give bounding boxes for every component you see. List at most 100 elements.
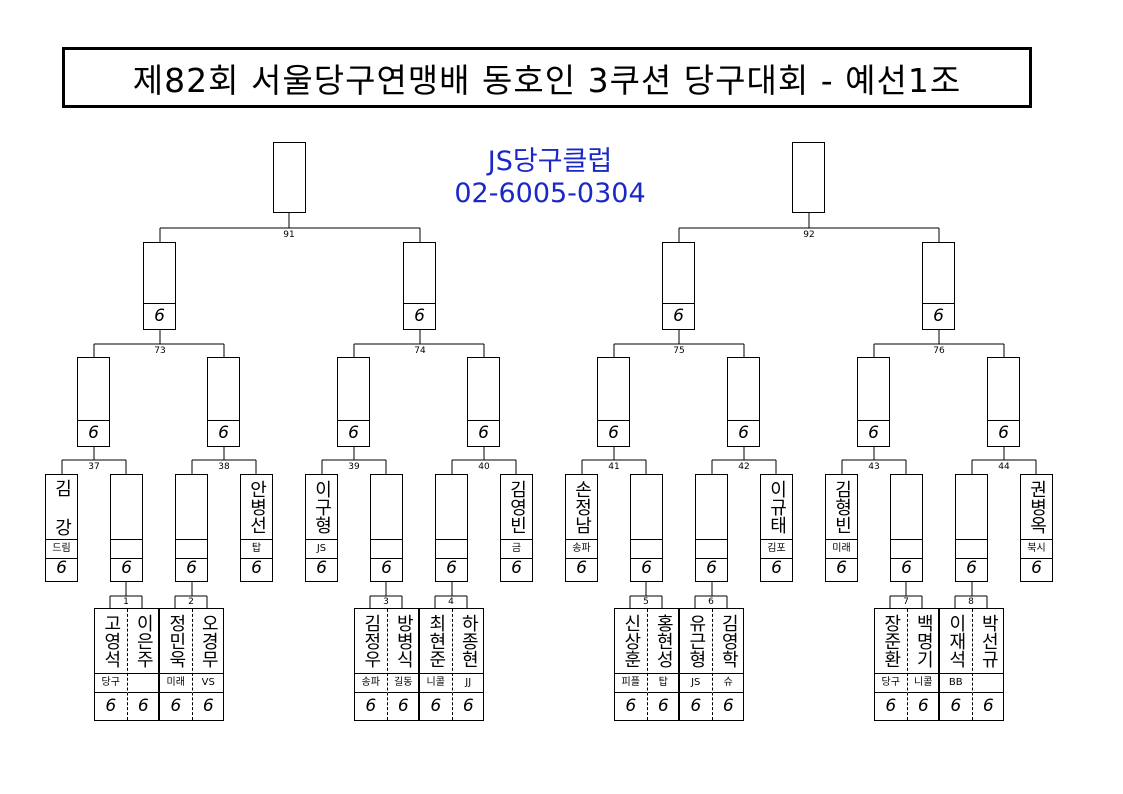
player-club: 송파 [566,539,597,559]
player-name: 장준환 [880,614,902,668]
match-number: 73 [154,346,166,356]
player-club: 니콜 [420,673,452,693]
seed-player-slot: 김 강 드림 6 [45,474,78,582]
player-name: 최현준 [425,614,447,668]
score-cell: 6 [598,420,629,446]
score-cell: 6 [706,558,717,578]
player-name: 김형빈 [831,480,853,534]
winner-slot: 6 [890,474,923,582]
player-name: 이은주 [133,614,155,668]
score-cell: 6 [576,558,587,578]
player-club: 니콜 [907,673,939,693]
player-club: 당구 [95,673,127,693]
match-number: 4 [448,597,454,607]
score-cell: 6 [397,696,409,716]
club-cell [436,539,467,559]
quarter-slot: 6 [467,357,500,447]
match-number: 74 [414,346,426,356]
player-name: 김정우 [360,614,382,668]
player-club: 북시 [1021,539,1052,559]
match-number: 2 [188,597,194,607]
score-cell: 6 [56,558,67,578]
score-cell: 6 [202,696,214,716]
player-name: 정민욱 [165,614,187,668]
club-cell [631,539,662,559]
player-name: 하종현 [458,614,480,668]
club-cell [111,539,142,559]
player-club: JS [680,673,712,693]
score-cell: 6 [105,696,117,716]
score-cell: 6 [186,558,197,578]
player-name: 손정남 [571,480,593,534]
player-club: 송파 [355,673,387,693]
score-cell: 6 [966,558,977,578]
winner-slot: 6 [630,474,663,582]
score-cell: 6 [430,696,442,716]
player-name: 김영학 [718,614,740,668]
player-club: 길동 [387,673,419,693]
quarter-slot: 6 [727,357,760,447]
player-club: 탑 [241,539,272,559]
winner-slot: 6 [175,474,208,582]
player-name: 김영빈 [506,480,528,534]
seed-player-slot: 이구형 JS 6 [305,474,338,582]
score-cell: 6 [901,558,912,578]
semi-slot: 6 [922,242,955,330]
seed-player-slot: 김형빈 미래 6 [825,474,858,582]
match-number: 5 [643,597,649,607]
player-club [127,673,159,693]
match-number: 91 [283,230,295,240]
score-cell: 6 [923,303,954,329]
page-title: 제82회 서울당구연맹배 동호인 3쿠션 당구대회 - 예선1조 [62,47,1032,108]
player-name: 이규태 [766,480,788,534]
winner-slot: 6 [435,474,468,582]
match-number: 92 [803,230,815,240]
player-name: 홍현성 [653,614,675,668]
player-name: 이구형 [311,480,333,534]
match-number: 7 [903,597,909,607]
player-club: JS [306,539,337,559]
club-phone: 02-6005-0304 [454,178,646,209]
quarter-slot: 6 [597,357,630,447]
score-cell: 6 [982,696,994,716]
player-club: 당구 [875,673,907,693]
club-cell [696,539,727,559]
seed-player-slot: 손정남 송파 6 [565,474,598,582]
score-cell: 6 [1031,558,1042,578]
player-club: VS [192,673,224,693]
player-club [972,673,1004,693]
score-cell: 6 [144,303,175,329]
player-name: 안병선 [246,480,268,534]
winner-slot: 6 [955,474,988,582]
score-cell: 6 [690,696,702,716]
score-cell: 6 [316,558,327,578]
player-club: 금 [501,539,532,559]
score-cell: 6 [657,696,669,716]
match-number: 6 [708,597,714,607]
club-cell [891,539,922,559]
match-number: 75 [673,346,685,356]
score-cell: 6 [511,558,522,578]
player-name: 이재석 [945,614,967,668]
semi-slot: 6 [403,242,436,330]
quarter-slot: 6 [987,357,1020,447]
score-cell: 6 [446,558,457,578]
score-cell: 6 [365,696,377,716]
quarter-slot: 6 [77,357,110,447]
score-cell: 6 [208,420,239,446]
player-club: 미래 [160,673,192,693]
club-cell [176,539,207,559]
score-cell: 6 [885,696,897,716]
score-cell: 6 [728,420,759,446]
match-number: 76 [933,346,945,356]
seed-player-slot: 권병옥 북시 6 [1020,474,1053,582]
seed-player-slot: 김영빈 금 6 [500,474,533,582]
semi-slot: 6 [143,242,176,330]
